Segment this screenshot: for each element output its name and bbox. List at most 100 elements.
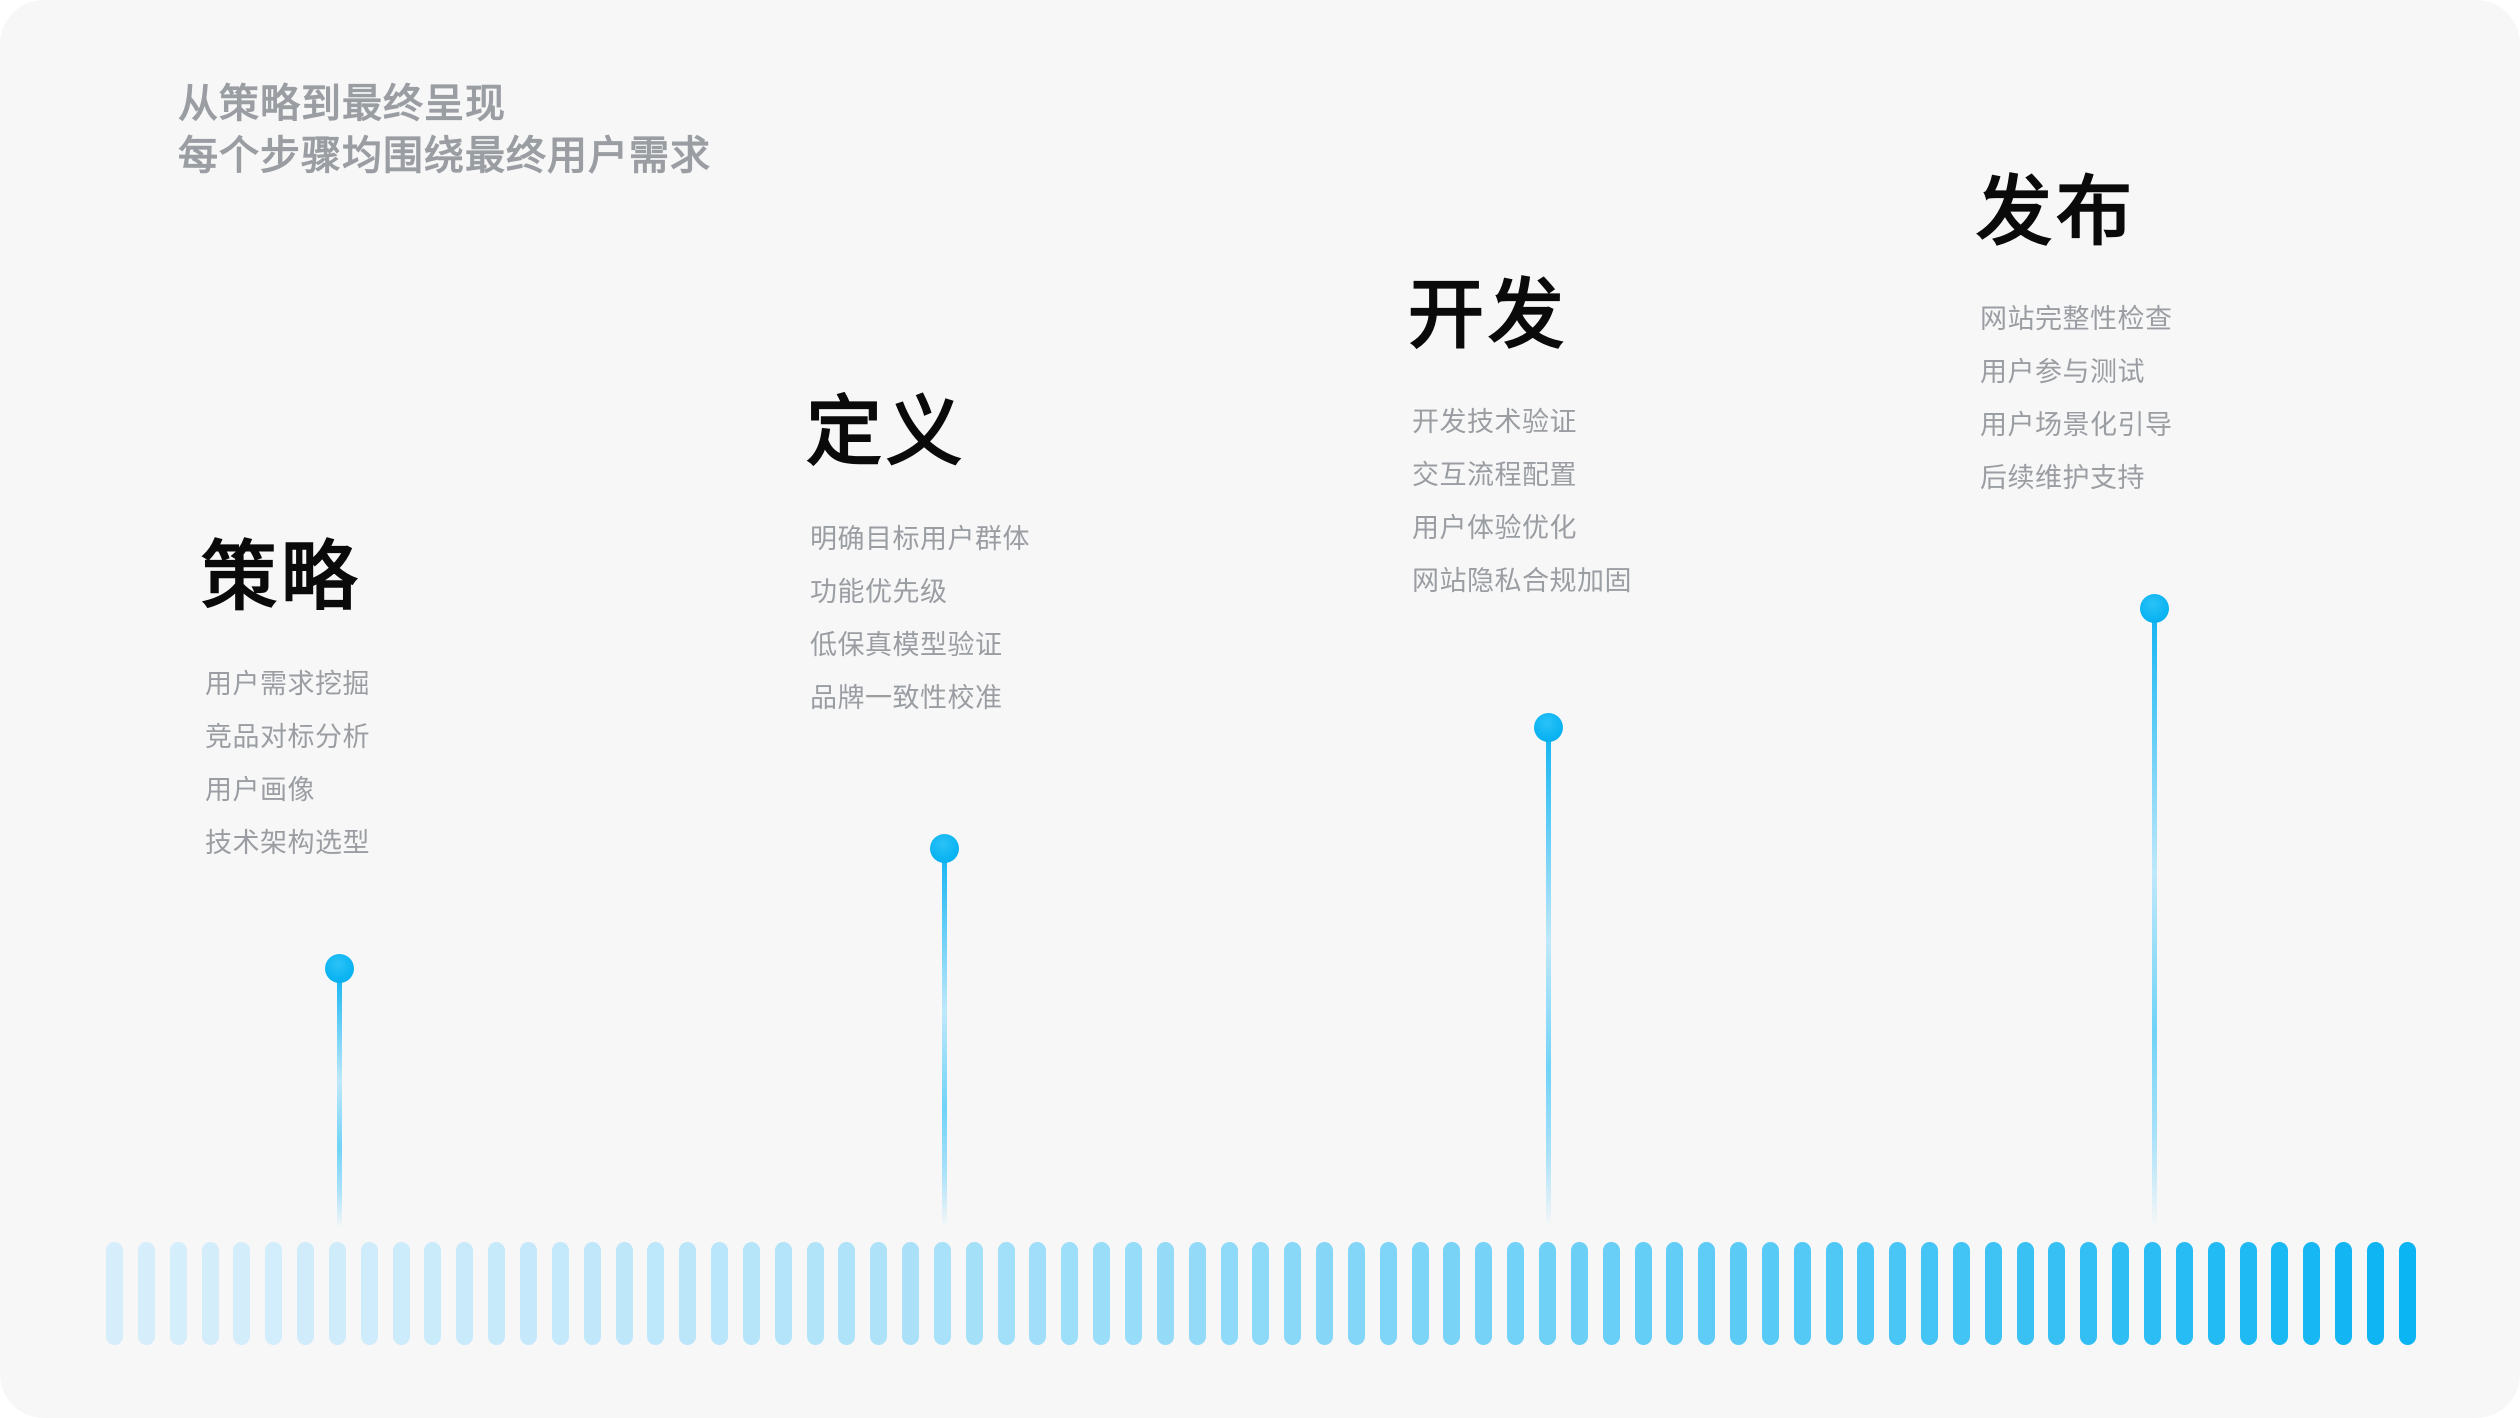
- stage-item: 网站隐私合规加固: [1412, 566, 1632, 596]
- stage-stem-4: [2152, 615, 2157, 1228]
- bar-strip-item: [1475, 1242, 1493, 1345]
- bar-strip-item: [2175, 1242, 2193, 1345]
- bar-strip-item: [1952, 1242, 1970, 1345]
- stage-dot-3[interactable]: [1534, 713, 1563, 742]
- bar-strip-item: [1538, 1242, 1556, 1345]
- bar-strip-item: [2144, 1242, 2161, 1345]
- stage-item: 开发技术验证: [1412, 407, 1577, 437]
- bar-strip-item: [424, 1242, 442, 1345]
- stage-items-1: 用户需求挖掘 竞品对标分析 用户画像 技术架构选型: [205, 658, 370, 870]
- bar-strip-item: [1570, 1242, 1588, 1345]
- bar-strip-item: [1761, 1242, 1779, 1345]
- stage-dot-2[interactable]: [930, 834, 959, 863]
- header-block: 从策略到最终呈现 每个步骤均围绕最终用户需求: [178, 78, 711, 182]
- stage-dot-4[interactable]: [2140, 594, 2169, 623]
- stage-stem-3: [1546, 734, 1551, 1228]
- bar-strip-item: [1698, 1242, 1716, 1345]
- bar-strip-item: [2303, 1242, 2321, 1345]
- stage-item: 用户体验优化: [1412, 513, 1577, 543]
- bar-strip-item: [2239, 1242, 2257, 1345]
- bar-strip: [106, 1242, 2416, 1345]
- stage-stem-1: [337, 975, 342, 1228]
- bar-strip-item: [2366, 1242, 2384, 1345]
- bar-strip-item: [1825, 1242, 1843, 1345]
- bar-strip-item: [297, 1242, 315, 1345]
- bar-strip-item: [456, 1242, 474, 1345]
- stage-block-1: 策略 用户需求挖掘 竞品对标分析 用户画像 技术架构选型: [201, 540, 370, 870]
- bar-strip-item: [551, 1242, 569, 1345]
- stage-title-4: 发布: [1976, 170, 2136, 255]
- bar-strip-item: [1443, 1242, 1461, 1345]
- bar-strip-item: [1793, 1242, 1811, 1345]
- bar-strip-item: [1507, 1242, 1525, 1345]
- bar-strip-item: [583, 1242, 601, 1345]
- bar-strip-item: [2016, 1242, 2034, 1345]
- stage-items-2: 明确目标用户群体 功能优先级 低保真模型验证 品牌一致性校准: [810, 513, 1030, 725]
- stage-item: 用户参与测试: [1980, 357, 2145, 387]
- bar-strip-item: [806, 1242, 824, 1345]
- stage-items-3: 开发技术验证 交互流程配置 用户体验优化 网站隐私合规加固: [1412, 396, 1632, 608]
- bar-strip-item: [1220, 1242, 1238, 1345]
- bar-strip-item: [1602, 1242, 1620, 1345]
- bar-strip-item: [169, 1242, 187, 1345]
- bar-strip-item: [1666, 1242, 1684, 1345]
- stage-item: 品牌一致性校准: [810, 683, 1003, 713]
- bar-strip-item: [933, 1242, 951, 1345]
- bar-strip-item: [679, 1242, 697, 1345]
- bar-strip-item: [838, 1242, 856, 1345]
- stage-item: 技术架构选型: [205, 828, 370, 858]
- bar-strip-item: [488, 1242, 506, 1345]
- bar-strip-item: [137, 1242, 155, 1345]
- bar-strip-item: [1730, 1242, 1748, 1345]
- stage-title-3: 开发: [1408, 273, 1568, 358]
- bar-strip-item: [1029, 1242, 1047, 1345]
- stage-block-2: 定义 明确目标用户群体 功能优先级 低保真模型验证 品牌一致性校准: [806, 395, 1030, 725]
- bar-strip-item: [2080, 1242, 2098, 1345]
- bar-strip-item: [265, 1242, 283, 1345]
- bar-strip-item: [997, 1242, 1015, 1345]
- bar-strip-item: [360, 1242, 378, 1345]
- bar-strip-item: [106, 1242, 123, 1345]
- bar-strip-item: [2048, 1242, 2066, 1345]
- bar-strip-item: [392, 1242, 410, 1345]
- bar-strip-item: [1411, 1242, 1429, 1345]
- stage-block-4: 发布 网站完整性检查 用户参与测试 用户场景化引导 后续维护支持: [1976, 175, 2173, 505]
- bar-strip-item: [2398, 1242, 2416, 1345]
- bar-strip-item: [328, 1242, 346, 1345]
- header-line-2: 每个步骤均围绕最终用户需求: [178, 134, 711, 178]
- bar-strip-item: [1889, 1242, 1907, 1345]
- bar-strip-item: [965, 1242, 983, 1345]
- stage-item: 用户画像: [205, 775, 315, 805]
- bar-strip-item: [1188, 1242, 1206, 1345]
- bar-strip-item: [1379, 1242, 1397, 1345]
- bar-strip-item: [1156, 1242, 1174, 1345]
- stage-stem-2: [942, 855, 947, 1228]
- bar-strip-item: [1061, 1242, 1079, 1345]
- bar-strip-item: [1252, 1242, 1270, 1345]
- bar-strip-item: [1347, 1242, 1365, 1345]
- stage-item: 网站完整性检查: [1980, 304, 2173, 334]
- stage-item: 低保真模型验证: [810, 630, 1003, 660]
- bar-strip-item: [519, 1242, 537, 1345]
- header-line-1: 从策略到最终呈现: [178, 82, 506, 126]
- bar-strip-item: [647, 1242, 665, 1345]
- bar-strip-item: [615, 1242, 633, 1345]
- bar-strip-item: [1857, 1242, 1875, 1345]
- stage-block-3: 开发 开发技术验证 交互流程配置 用户体验优化 网站隐私合规加固: [1408, 278, 1632, 608]
- stage-item: 用户需求挖掘: [205, 669, 370, 699]
- bar-strip-item: [711, 1242, 729, 1345]
- bar-strip-item: [233, 1242, 251, 1345]
- bar-strip-item: [201, 1242, 219, 1345]
- bar-strip-item: [742, 1242, 760, 1345]
- stage-title-2: 定义: [806, 390, 966, 475]
- stage-item: 竞品对标分析: [205, 722, 370, 752]
- stage-dot-1[interactable]: [325, 954, 354, 983]
- bar-strip-item: [1316, 1242, 1334, 1345]
- bar-strip-item: [870, 1242, 888, 1345]
- bar-strip-item: [2271, 1242, 2289, 1345]
- bar-strip-item: [1984, 1242, 2002, 1345]
- bar-strip-item: [2112, 1242, 2130, 1345]
- bar-strip-item: [1284, 1242, 1302, 1345]
